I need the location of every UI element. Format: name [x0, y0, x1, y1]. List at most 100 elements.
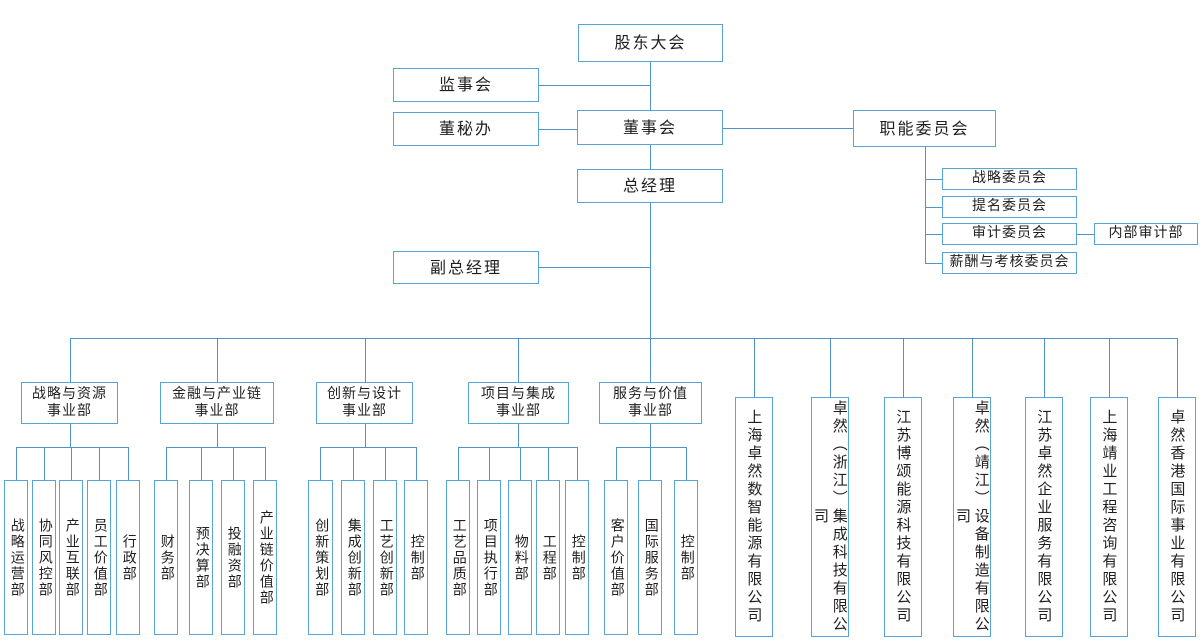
connector-line	[518, 338, 519, 382]
node-strategy-committee: 战略委员会	[942, 168, 1077, 190]
node-dept-employee-value: 员工价值部	[87, 480, 111, 635]
node-dept-collaborative-risk-control: 协同风控部	[32, 480, 56, 635]
connector-line	[365, 338, 366, 382]
node-dept-control-innovation-division: 控制部	[404, 480, 428, 635]
node-supervisory-board: 监事会	[393, 68, 539, 102]
connector-line	[416, 447, 417, 480]
node-general-manager: 总经理	[577, 169, 723, 203]
connector-line	[70, 338, 71, 382]
node-dept-administration: 行政部	[116, 480, 140, 635]
connector-line	[686, 447, 687, 480]
node-dept-control-project-division: 控制部	[565, 480, 589, 635]
node-deputy-general-manager: 副总经理	[393, 251, 539, 284]
connector-line	[99, 447, 100, 480]
connector-line	[1109, 338, 1110, 397]
connector-line	[925, 263, 942, 264]
connector-line	[1044, 338, 1045, 397]
connector-line	[217, 338, 218, 382]
connector-line	[385, 447, 386, 480]
connector-line	[925, 207, 942, 208]
node-board-of-directors: 董事会	[577, 110, 723, 145]
connector-line	[723, 128, 853, 129]
connector-line	[650, 145, 651, 169]
node-dept-control-service-division: 控制部	[674, 480, 698, 635]
connector-line	[70, 338, 1177, 339]
connector-line	[925, 147, 926, 263]
connector-line	[16, 447, 17, 480]
connector-line	[539, 129, 577, 130]
connector-line	[458, 447, 459, 480]
node-division-innovation-design: 创新与设计 事业部	[316, 382, 413, 424]
connector-line	[353, 447, 354, 480]
connector-line	[16, 447, 128, 448]
node-dept-innovation-planning: 创新策划部	[308, 480, 333, 635]
connector-line	[518, 424, 519, 447]
connector-line	[616, 447, 686, 448]
connector-line	[925, 234, 942, 235]
node-subsidiary-shanghai-jingye-engineering-consulting: 上海靖业工程咨询有限公司	[1090, 397, 1128, 637]
connector-line	[128, 447, 129, 480]
node-dept-process-innovation: 工艺创新部	[373, 480, 397, 635]
connector-line	[650, 338, 651, 382]
connector-line	[1077, 234, 1094, 235]
connector-line	[650, 62, 651, 110]
node-board-secretary-office: 董秘办	[393, 112, 539, 146]
node-nomination-committee: 提名委员会	[942, 196, 1077, 218]
node-dept-process-quality: 工艺品质部	[446, 480, 470, 635]
connector-line	[520, 447, 521, 480]
node-subsidiary-zhuoran-hongkong-international: 卓然香港国际事业有限公司	[1158, 397, 1196, 637]
connector-line	[577, 447, 578, 480]
connector-line	[616, 447, 617, 480]
connector-line	[70, 424, 71, 447]
connector-line	[458, 447, 577, 448]
node-dept-international-service: 国际服务部	[638, 480, 662, 635]
connector-line	[44, 447, 45, 480]
node-subsidiary-zhuoran-zhejiang-integration-tech: 卓然（浙江）集成科技有限公司	[811, 397, 849, 637]
connector-line	[489, 447, 490, 480]
node-dept-budget-final-accounts: 预决算部	[189, 480, 213, 635]
connector-line	[166, 447, 265, 448]
node-subsidiary-shanghai-zhuoran-digital-energy: 上海卓然数智能源有限公司	[735, 397, 773, 637]
node-division-service-value: 服务与价值 事业部	[599, 382, 702, 424]
connector-line	[365, 424, 366, 447]
node-dept-finance: 财务部	[154, 480, 178, 635]
node-dept-materials: 物料部	[508, 480, 532, 635]
connector-line	[166, 447, 167, 480]
connector-line	[233, 447, 234, 480]
node-dept-industry-interconnection: 产业互联部	[59, 480, 83, 635]
node-dept-investment-financing: 投融资部	[221, 480, 245, 635]
node-dept-engineering: 工程部	[536, 480, 560, 635]
connector-line	[650, 203, 651, 338]
connector-line	[320, 447, 416, 448]
node-division-project-integration: 项目与集成 事业部	[468, 382, 569, 424]
connector-line	[71, 447, 72, 480]
connector-line	[217, 424, 218, 447]
connector-line	[972, 338, 973, 397]
node-dept-project-execution: 项目执行部	[477, 480, 501, 635]
node-shareholders-meeting: 股东大会	[578, 24, 723, 62]
connector-line	[539, 85, 650, 86]
node-dept-strategy-operations: 战略运营部	[4, 480, 28, 635]
connector-line	[650, 447, 651, 480]
node-functional-committees: 职能委员会	[853, 110, 996, 147]
connector-line	[539, 267, 650, 268]
node-audit-committee: 审计委员会	[942, 223, 1077, 245]
connector-line	[265, 447, 266, 480]
node-subsidiary-zhuoran-jingjiang-equipment: 卓然（靖江）设备制造有限公司	[953, 397, 991, 637]
connector-line	[925, 179, 942, 180]
node-compensation-assessment-committee: 薪酬与考核委员会	[942, 252, 1077, 274]
node-dept-customer-value: 客户价值部	[604, 480, 628, 635]
connector-line	[830, 338, 831, 397]
node-dept-industry-chain-value: 产业链价值部	[253, 480, 277, 635]
connector-line	[201, 447, 202, 480]
node-subsidiary-jiangsu-zhuoran-enterprise-service: 江苏卓然企业服务有限公司	[1025, 397, 1063, 637]
node-internal-audit-dept: 内部审计部	[1094, 223, 1198, 245]
connector-line	[320, 447, 321, 480]
node-division-strategy-resources: 战略与资源 事业部	[21, 382, 118, 424]
connector-line	[754, 338, 755, 397]
node-division-finance-industry-chain: 金融与产业链 事业部	[160, 382, 274, 424]
connector-line	[548, 447, 549, 480]
connector-line	[903, 338, 904, 397]
connector-line	[1177, 338, 1178, 397]
